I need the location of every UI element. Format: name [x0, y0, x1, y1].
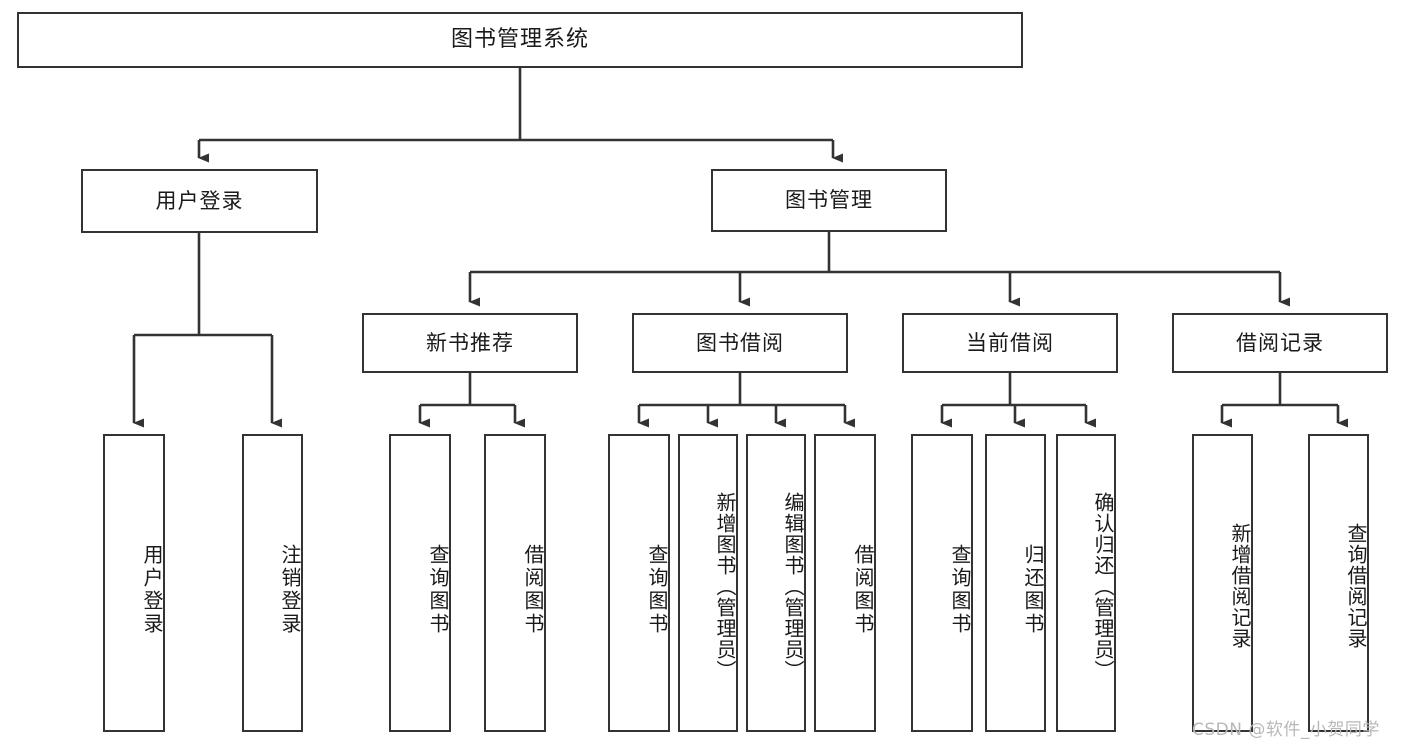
leaf-node-add-borrow-record[interactable]: 新增借阅记录: [1192, 434, 1253, 732]
node-borrowing-record[interactable]: 借阅记录: [1172, 313, 1388, 373]
leaf-node-query-book-current[interactable]: 查询图书: [911, 434, 973, 732]
leaf-node-add-book-admin[interactable]: 新增图书（管理员）: [678, 434, 738, 732]
node-book-borrowing[interactable]: 图书借阅: [632, 313, 848, 373]
node-book-management[interactable]: 图书管理: [711, 169, 947, 232]
node-current-borrowing[interactable]: 当前借阅: [902, 313, 1118, 373]
leaf-node-query-book-recommend[interactable]: 查询图书: [389, 434, 451, 732]
leaf-node-borrow-book-recommend[interactable]: 借阅图书: [484, 434, 546, 732]
leaf-node-query-book-borrow[interactable]: 查询图书: [608, 434, 670, 732]
node-book-management-system[interactable]: 图书管理系统: [17, 12, 1023, 68]
leaf-node-return-book[interactable]: 归还图书: [985, 434, 1046, 732]
node-new-book-recommendation[interactable]: 新书推荐: [362, 313, 578, 373]
leaf-node-query-borrow-record[interactable]: 查询借阅记录: [1308, 434, 1369, 732]
leaf-node-edit-book-admin[interactable]: 编辑图书（管理员）: [746, 434, 806, 732]
leaf-node-borrow-book[interactable]: 借阅图书: [814, 434, 876, 732]
leaf-node-user-logout[interactable]: 注销登录: [242, 434, 303, 732]
leaf-node-confirm-return-admin[interactable]: 确认归还（管理员）: [1056, 434, 1116, 732]
node-user-login[interactable]: 用户登录: [81, 169, 318, 233]
csdn-watermark: CSDN @软件_小贺同学: [1192, 720, 1380, 740]
leaf-node-user-login[interactable]: 用户登录: [103, 434, 165, 732]
